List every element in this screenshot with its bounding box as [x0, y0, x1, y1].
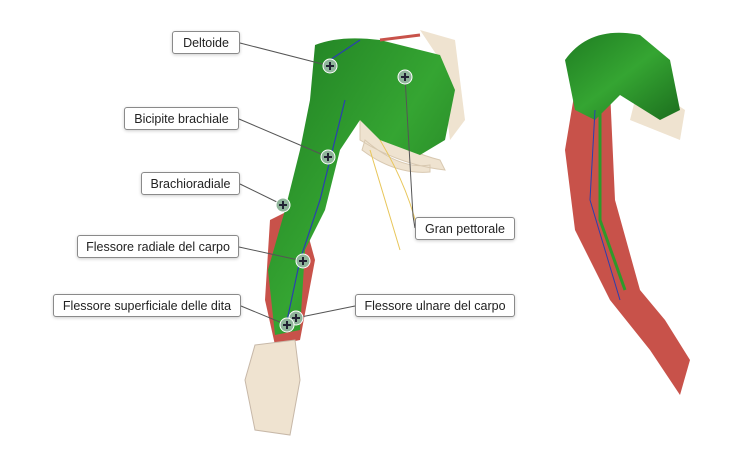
leader-lines	[238, 42, 416, 326]
label-deltoide[interactable]: Deltoide	[172, 31, 240, 54]
front-arm-view	[244, 30, 465, 436]
label-brachioradiale[interactable]: Brachioradiale	[141, 172, 240, 195]
marker-bicipite[interactable]	[320, 149, 336, 165]
marker-flessore-superficiale[interactable]	[279, 317, 295, 333]
label-bicipite-brachiale[interactable]: Bicipite brachiale	[124, 107, 239, 130]
hand	[244, 339, 301, 436]
sternum-bones	[420, 30, 465, 140]
highlighted-muscles	[268, 38, 455, 335]
label-flessore-ulnare-carpo[interactable]: Flessore ulnare del carpo	[355, 294, 515, 317]
side-arm-view	[565, 32, 690, 395]
label-flessore-radiale-carpo[interactable]: Flessore radiale del carpo	[77, 235, 239, 258]
side-deltoid	[565, 32, 680, 120]
marker-gran-pettorale[interactable]	[397, 69, 413, 85]
marker-flessore-radiale[interactable]	[295, 253, 311, 269]
markers	[275, 58, 413, 333]
veins	[284, 39, 361, 331]
label-flessore-superficiale-dita[interactable]: Flessore superficiale delle dita	[53, 294, 241, 317]
side-forearm	[565, 90, 690, 395]
label-gran-pettorale[interactable]: Gran pettorale	[415, 217, 515, 240]
marker-deltoide[interactable]	[322, 58, 338, 74]
marker-brachioradiale[interactable]	[275, 197, 291, 213]
